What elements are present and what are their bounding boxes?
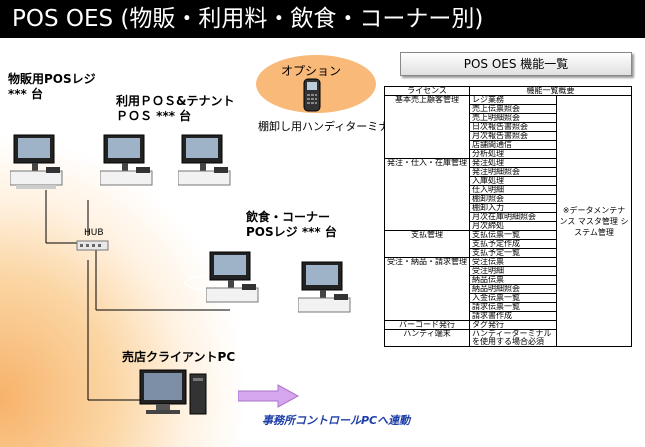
food-pos-label: 飲食・コーナー POSレジ *** 台 (246, 210, 337, 239)
pos-register-icon (178, 134, 231, 186)
function-table-title: POS OES 機能一覧 (400, 52, 632, 76)
pos-register-icon (10, 134, 63, 189)
hub-label: HUB (84, 228, 104, 238)
pos-register-icon (100, 134, 153, 186)
pos-register-icon (206, 251, 259, 303)
client-pc-icon (139, 369, 207, 415)
handy-terminal-label: 棚卸し用ハンディターミナル (258, 120, 401, 133)
rental-pos-label: 利用ＰＯＳ&テナント ＰＯＳ *** 台 (116, 94, 235, 123)
table-row: ハンディ端末ハンディーターミナルを使用する場合必須 (384, 329, 632, 347)
license-cell: 基本売上顧客管理 (384, 95, 470, 159)
handy-terminal-icon (303, 78, 321, 112)
food-connection-ring (184, 269, 376, 297)
function-note-cell: ※データメンテナンス マスタ管理 システム管理 (556, 95, 632, 347)
option-label: オプション (281, 64, 342, 78)
license-cell: ハンディ端末 (384, 329, 470, 347)
license-cell: 発注・仕入・在庫管理 (384, 158, 470, 231)
title-bar (0, 0, 645, 38)
rental-connection-ring (59, 139, 281, 165)
retail-pos-label: 物販用POSレジ *** 台 (8, 72, 96, 101)
page-title: POS OES (物販・利用料・飲食・コーナー別) (12, 6, 484, 32)
link-caption: 事務所コントロールPCへ連動 (262, 414, 411, 427)
client-pc-label: 売店クライアントPC (122, 350, 236, 364)
license-cell: 受注・納品・請求管理 (384, 257, 470, 321)
license-cell: 支払管理 (384, 230, 470, 258)
table-row: 受注・納品・請求管理受注伝票 (384, 257, 632, 321)
function-table: ライセンス 機能一覧概要 基本売上顧客管理レジ業務※データメンテナンス マスタ管… (384, 86, 632, 347)
hub-icon (76, 240, 109, 251)
link-arrow-icon (238, 384, 300, 408)
pos-register-icon (298, 261, 351, 313)
function-cell: ハンディーターミナルを使用する場合必須 (469, 329, 557, 347)
